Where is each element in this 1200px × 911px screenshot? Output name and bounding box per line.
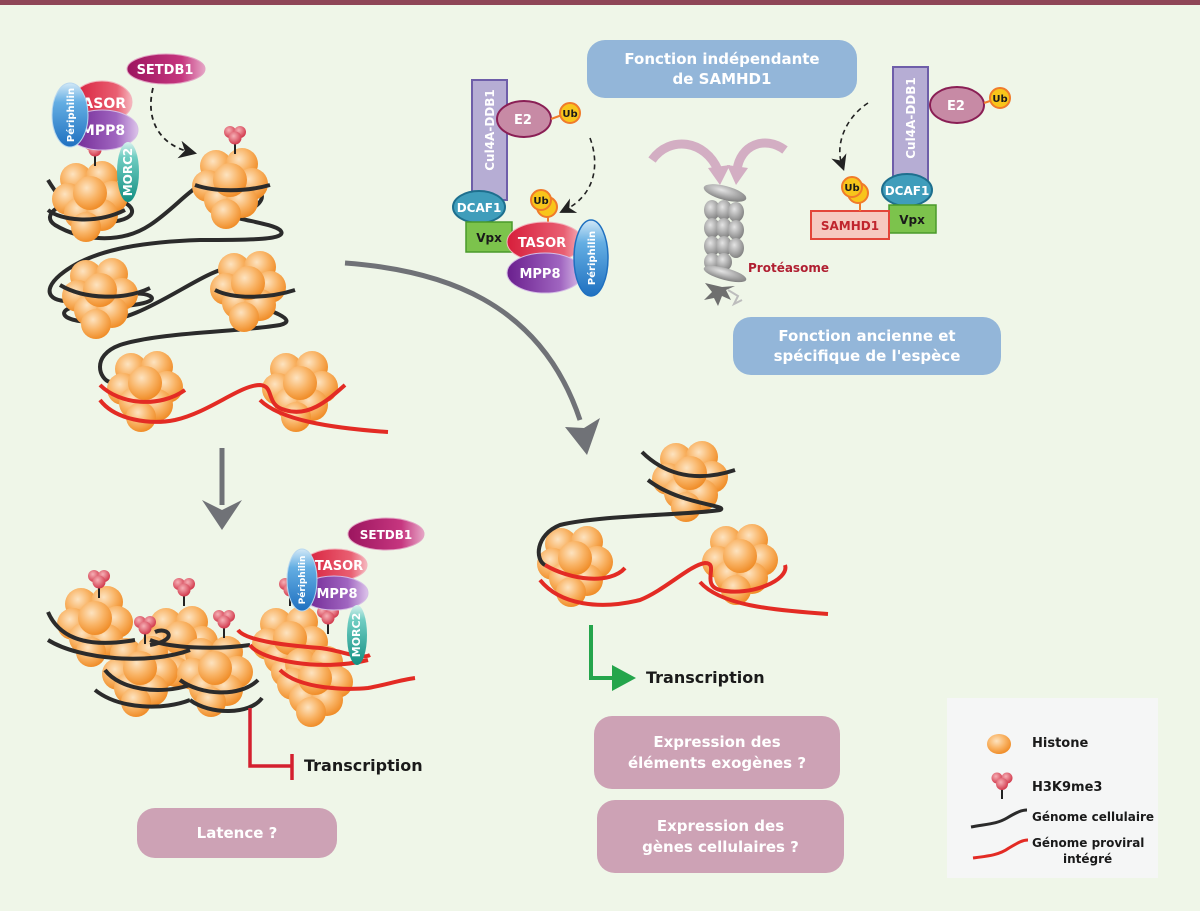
- setdb1-protein: [126, 53, 206, 85]
- legend-symbols: [970, 734, 1029, 860]
- morc2-protein: [347, 605, 367, 665]
- samhd1-label: SAMHD1: [821, 219, 879, 233]
- degradation-arrow-left: [648, 139, 723, 173]
- setdb1-protein: [347, 517, 425, 551]
- mpp8-label: MPP8: [316, 587, 357, 602]
- ub-label: Ub: [992, 94, 1007, 105]
- samhd1-protein: [810, 210, 890, 240]
- h3k9me3-mark: [212, 609, 236, 639]
- ubiquitin-transfer-arrow: [559, 137, 596, 213]
- outcome-cellular-genes-box: Expression des gènes cellulaires ?: [597, 800, 844, 873]
- legend-label-cellular-genome: Génome cellulaire: [1032, 810, 1154, 824]
- dcaf1-label: DCAF1: [457, 201, 502, 215]
- periphilin-label: Périphilin: [65, 88, 77, 142]
- vpx-complex-samhd1: Cul4A-DDB1 E2 Ub DCAF1 Vpx SAMHD1 Ub: [810, 66, 1011, 240]
- flow-arrow-down-head: [202, 500, 242, 530]
- ub-label: Ub: [562, 109, 577, 120]
- morc2-label: MORC2: [350, 613, 363, 658]
- box-ancient-line2: spécifique de l'espèce: [773, 347, 961, 365]
- proviral-genome-strand: [538, 560, 829, 616]
- vpx-protein: [888, 204, 937, 234]
- ub-label: Ub: [533, 196, 548, 207]
- outcome-cellular-genes-line2: gènes cellulaires ?: [642, 837, 799, 856]
- morc2-protein: [117, 142, 139, 202]
- vpx-label: Vpx: [899, 213, 925, 227]
- outcome-cellular-genes-line1: Expression des: [656, 817, 785, 836]
- setdb1-label: SETDB1: [360, 528, 412, 542]
- bottom-right-euchromatin: [536, 441, 829, 616]
- box-independent-function: Fonction indépendante de SAMHD1: [587, 40, 857, 98]
- degradation-arrow-right: [732, 138, 788, 171]
- proviral-genome-strand: [98, 382, 389, 434]
- box-independent-line2: de SAMHD1: [672, 70, 772, 88]
- hush-complex-top: TASOR MPP8 MORC2 Périphilin: [51, 80, 139, 202]
- bottom-left-heterochromatin: TASOR MPP8 MORC2 Périphilin SETDB1: [46, 517, 425, 727]
- legend: Histone H3K9me3 Génome cellulaire Génome…: [947, 698, 1158, 878]
- histone-icon: [987, 734, 1011, 754]
- outcome-exogenous-box: Expression des éléments exogènes ?: [594, 716, 840, 789]
- cellular-genome-strand: [46, 611, 264, 713]
- top-border: [0, 0, 1200, 5]
- cellular-genome-strand: [536, 450, 736, 567]
- transcription-active-label: Transcription: [646, 668, 765, 687]
- ubiquitin-transfer-arrow: [831, 102, 869, 172]
- cul4a-ddb1-label: Cul4A-DDB1: [483, 89, 497, 171]
- proteasome: Protéasome: [648, 138, 829, 307]
- box-ancient-function: Fonction ancienne et spécifique de l'esp…: [733, 317, 1001, 375]
- periphilin-label: Périphilin: [586, 231, 598, 285]
- h3k9me3-icon: [991, 772, 1013, 799]
- legend-label-proviral-genome: Génome proviral: [1032, 836, 1145, 850]
- repression-connector: [248, 708, 292, 768]
- e2-label: E2: [947, 99, 965, 114]
- cul4a-ddb1-label: Cul4A-DDB1: [904, 77, 918, 159]
- mpp8-label: MPP8: [519, 267, 560, 282]
- mpp8-label: MPP8: [81, 123, 125, 139]
- tasor-label: TASOR: [518, 236, 566, 251]
- proteasome-label: Protéasome: [748, 261, 829, 275]
- hush-complex-bottom: TASOR MPP8 MORC2 Périphilin: [286, 548, 369, 665]
- cellular-genome-line-icon: [970, 808, 1028, 829]
- methylation-arrow: [149, 87, 198, 159]
- legend-label-h3k9me3: H3K9me3: [1032, 780, 1103, 795]
- vpx-label: Vpx: [476, 231, 502, 245]
- vpx-protein: [465, 221, 513, 253]
- outcome-exogenous-line2: éléments exogènes ?: [627, 753, 807, 772]
- e2-enzyme: [929, 86, 985, 124]
- transcription-repressed-label: Transcription: [304, 756, 423, 775]
- flow-arrow-curved-head: [565, 418, 600, 455]
- periphilin-protein: [286, 548, 318, 612]
- vpx-complex-hush: Cul4A-DDB1 E2 Ub DCAF1 Vpx Ub TASOR MPP8…: [452, 79, 609, 297]
- activation-arrowhead: [612, 665, 636, 691]
- top-left-chromatin: TASOR MPP8 MORC2 Périphilin SETDB1: [46, 53, 389, 434]
- box-ancient-line1: Fonction ancienne et: [778, 326, 956, 345]
- box-independent-line1: Fonction indépendante: [624, 49, 820, 68]
- legend-label-proviral-genome-line2: intégré: [1063, 852, 1113, 866]
- proteasome-core: [704, 200, 744, 271]
- outcome-latency-box: Latence ?: [137, 808, 337, 858]
- outcome-exogenous-line1: Expression des: [653, 733, 781, 752]
- histone: [62, 258, 138, 339]
- periphilin-label: Périphilin: [297, 556, 308, 605]
- peptide-fragments: [704, 283, 735, 306]
- morc2-label: MORC2: [121, 148, 135, 197]
- proviral-genome-line-icon: [972, 838, 1029, 860]
- periphilin-protein: [51, 82, 89, 148]
- flow-arrow-curved-shaft: [344, 260, 583, 421]
- periphilin-protein: [573, 219, 609, 297]
- outcome-latency-label: Latence ?: [196, 823, 278, 842]
- legend-label-histone: Histone: [1032, 736, 1089, 751]
- dcaf1-label: DCAF1: [885, 184, 930, 198]
- activation-connector: [589, 625, 615, 680]
- e2-label: E2: [514, 113, 532, 128]
- ub-label: Ub: [844, 183, 859, 194]
- setdb1-label: SETDB1: [137, 63, 194, 78]
- tasor-label: TASOR: [315, 559, 363, 574]
- h3k9me3-mark: [172, 577, 196, 607]
